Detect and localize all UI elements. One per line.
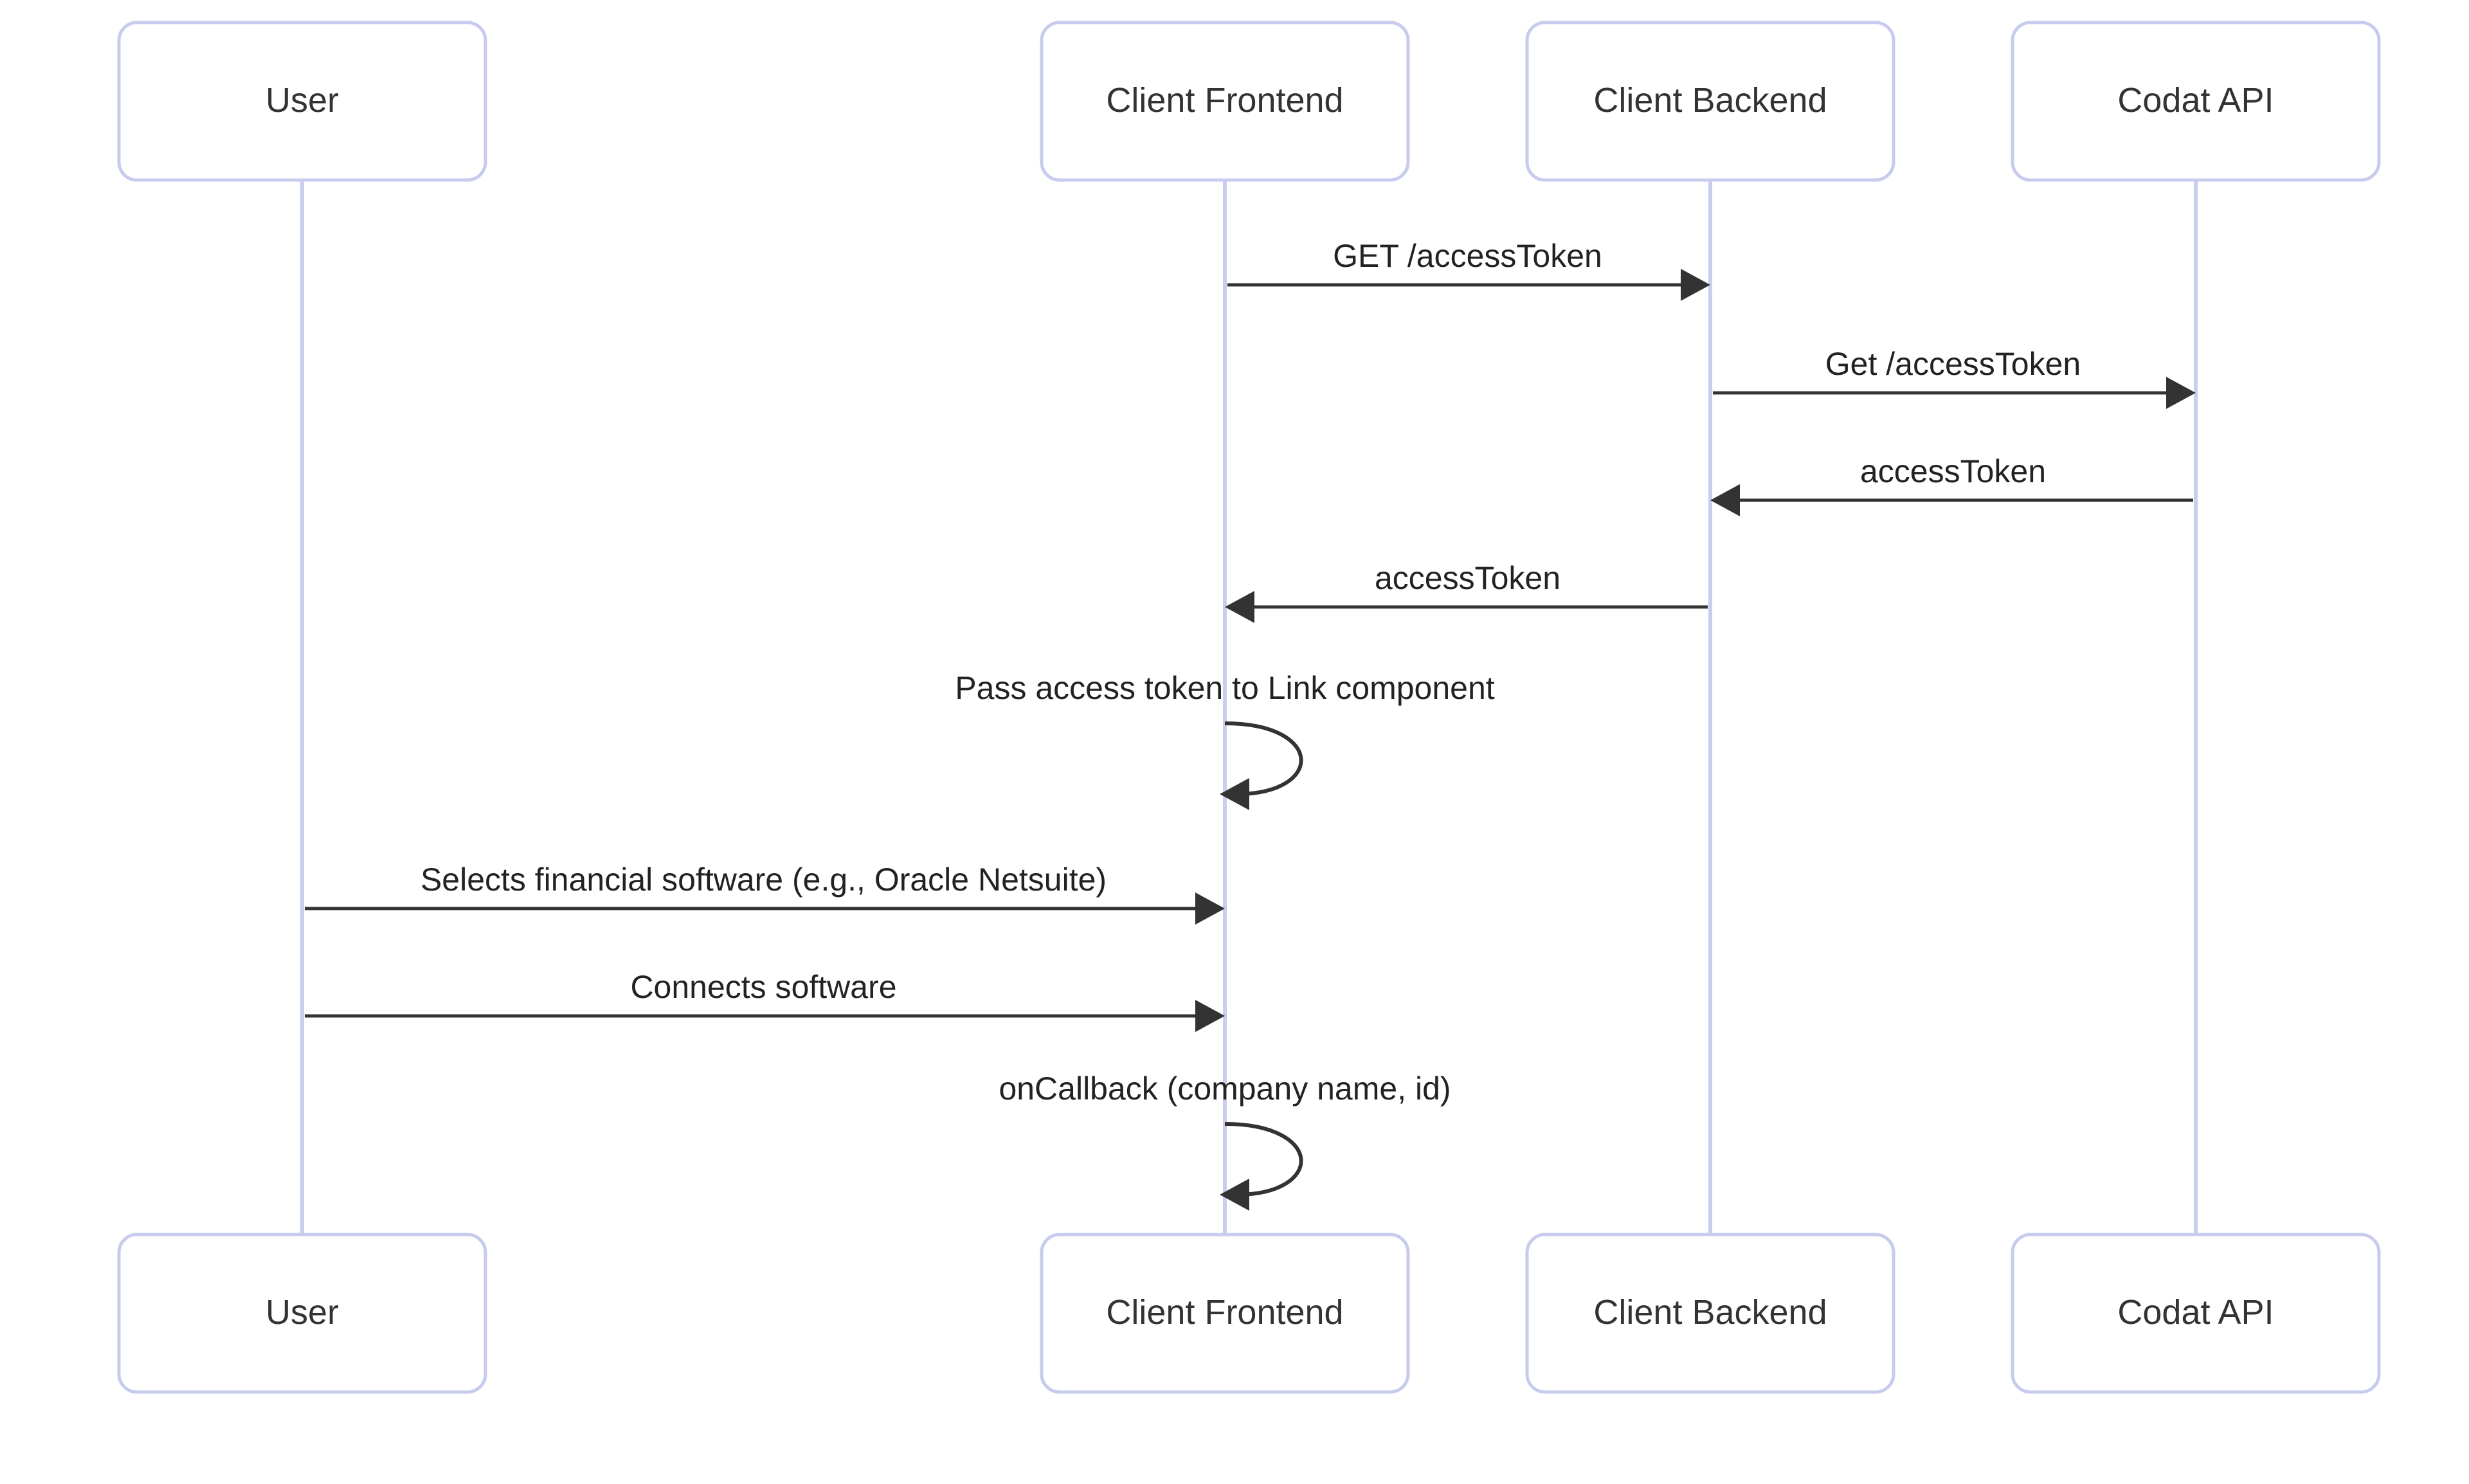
arrow-head-icon	[1681, 269, 1710, 301]
self-loop-path	[1224, 721, 1303, 796]
message-label: onCallback (company name, id)	[999, 1071, 1451, 1107]
participant-box	[2011, 21, 2381, 182]
participant-box	[1525, 1233, 1895, 1394]
participant-top-user[interactable]: User	[117, 21, 487, 182]
message-label: Get /accessToken	[1825, 346, 2081, 382]
arrow-head-icon	[1195, 892, 1225, 925]
participant-box	[1040, 1233, 1410, 1394]
participant-label: Codat API	[2117, 81, 2274, 120]
participant-top-client-frontend[interactable]: Client Frontend	[1040, 21, 1410, 182]
self-loop-path	[1224, 1122, 1303, 1197]
arrow-head-icon	[1220, 1179, 1249, 1211]
participant-label: Client Backend	[1593, 81, 1827, 120]
lifelines-layer	[300, 180, 2198, 1235]
arrow-head-icon	[1710, 484, 1740, 516]
participant-label: User	[266, 81, 339, 120]
participant-box	[1040, 21, 1410, 182]
participant-label: Codat API	[2117, 1293, 2274, 1332]
message-msg-7[interactable]: Connects software	[305, 969, 1225, 1032]
message-label: accessToken	[1375, 560, 1560, 596]
participant-bottom-client-frontend[interactable]: Client Frontend	[1040, 1233, 1410, 1394]
participants-top-layer: User Client Frontend Client Backend Codat A…	[117, 21, 2381, 182]
participant-label: User	[266, 1293, 339, 1332]
participant-label: Client Frontend	[1106, 1293, 1343, 1332]
participant-bottom-codat-api[interactable]: Codat API	[2011, 1233, 2381, 1394]
participant-label: Client Frontend	[1106, 81, 1343, 120]
participant-bottom-user[interactable]: User	[117, 1233, 487, 1394]
arrow-head-icon	[2166, 377, 2196, 409]
arrow-head-icon	[1195, 1000, 1225, 1032]
participant-label: Client Backend	[1593, 1293, 1827, 1332]
arrow-head-icon	[1225, 591, 1254, 623]
participant-box	[1525, 21, 1895, 182]
participant-box	[2011, 1233, 2381, 1394]
participant-top-client-backend[interactable]: Client Backend	[1525, 21, 1895, 182]
message-msg-8[interactable]: onCallback (company name, id)	[999, 1071, 1451, 1211]
message-msg-2[interactable]: Get /accessToken	[1713, 346, 2196, 409]
message-label: accessToken	[1860, 453, 2046, 489]
participants-bottom-layer: User Client Frontend Client Backend Codat A…	[117, 1233, 2381, 1394]
message-msg-3[interactable]: accessToken	[1710, 453, 2193, 516]
participant-box	[117, 1233, 487, 1394]
message-label: Connects software	[630, 969, 896, 1005]
message-label: GET /accessToken	[1333, 238, 1602, 274]
participant-box	[117, 21, 487, 182]
arrow-head-icon	[1220, 778, 1249, 810]
message-msg-4[interactable]: accessToken	[1225, 560, 1708, 623]
participant-bottom-client-backend[interactable]: Client Backend	[1525, 1233, 1895, 1394]
message-msg-6[interactable]: Selects financial software (e.g., Oracle…	[305, 862, 1225, 925]
participant-top-codat-api[interactable]: Codat API	[2011, 21, 2381, 182]
message-msg-5[interactable]: Pass access token to Link component	[955, 670, 1495, 810]
message-label: Pass access token to Link component	[955, 670, 1494, 706]
message-label: Selects financial software (e.g., Oracle…	[421, 862, 1107, 898]
message-msg-1[interactable]: GET /accessToken	[1227, 238, 1710, 301]
